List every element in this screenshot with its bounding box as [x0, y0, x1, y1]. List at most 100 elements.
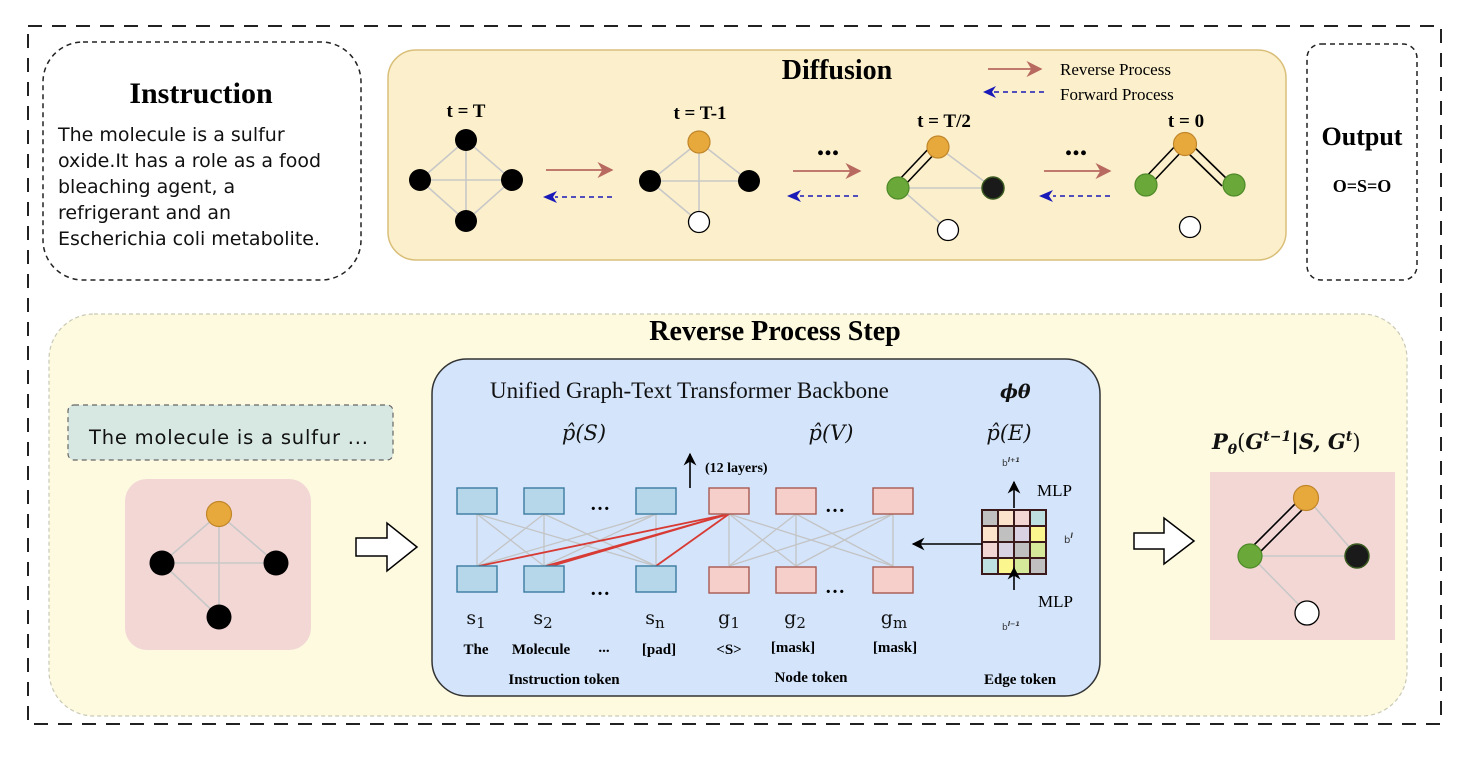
edge-token-grid	[981, 509, 1047, 575]
instruction-token-box	[635, 565, 677, 593]
edge-grid-cell	[1015, 559, 1029, 573]
instruction-token-box	[523, 487, 565, 515]
token-symbol: s	[466, 607, 476, 629]
atom-node-black	[409, 169, 431, 191]
edge-grid-cell	[999, 559, 1013, 573]
token-connections	[476, 513, 894, 567]
atom-node-white	[1294, 600, 1320, 626]
token-sub: n	[655, 614, 665, 632]
atom-node-black	[149, 550, 175, 576]
result-label: Pθ(Gt−1|S, Gt)	[1211, 429, 1361, 458]
b-symbol: b	[1002, 459, 1008, 469]
token-symbol-s1: s1	[466, 607, 485, 632]
ellipsis: ...	[817, 129, 840, 162]
input-text: The molecule is a sulfur ...	[88, 426, 369, 449]
attention-link-highlight	[478, 513, 730, 567]
graph-t-0	[1134, 131, 1246, 239]
step-label-t-T: t = T	[447, 101, 486, 122]
atom-node-white	[1178, 215, 1202, 239]
token-symbol-g2: g2	[784, 607, 806, 632]
mlp-top-label: MLP	[1037, 481, 1072, 500]
token-sub: 1	[730, 614, 740, 632]
token-word: Molecule	[512, 642, 571, 658]
edge-grid-cell	[1031, 527, 1045, 541]
atom-node-green	[1222, 173, 1246, 197]
instruction-token-box	[456, 487, 498, 515]
atom-node-green	[1237, 543, 1263, 569]
atom-node-white	[687, 210, 711, 234]
output-value: O=S=O	[1333, 176, 1392, 196]
head-text-prob: p̂(S)	[562, 421, 606, 445]
token-sub: 2	[543, 614, 553, 632]
layers-label: (12 layers)	[705, 461, 768, 476]
token-word: [mask]	[873, 640, 917, 656]
node-token-box	[708, 487, 750, 515]
atom-node-orange	[1172, 131, 1198, 157]
ellipsis: ...	[1065, 129, 1088, 162]
atom-node-orange	[1292, 484, 1320, 512]
b-symbol: b	[1002, 623, 1008, 633]
b-sup: l	[1070, 532, 1073, 540]
result-paren: )	[1352, 430, 1360, 454]
hollow-arrow-icon	[1133, 516, 1196, 566]
edge-grid-cell	[983, 543, 997, 557]
forward-arrowhead	[543, 191, 557, 203]
graph-t-T-nodes	[409, 129, 523, 232]
b-sup: l+1	[1008, 456, 1020, 464]
graph-t-T-1-nodes	[639, 130, 760, 234]
b-prev-label: bl−1	[1002, 620, 1020, 633]
instruction-token-box	[456, 565, 498, 593]
graph-t-T2	[886, 135, 1005, 242]
token-sub: m	[893, 614, 907, 632]
edge-grid-cell	[999, 527, 1013, 541]
backbone-title: Unified Graph-Text Transformer Backbone	[490, 378, 889, 403]
atom-node-green	[886, 176, 910, 200]
token-word: [mask]	[771, 640, 815, 656]
token-symbol-g1: g1	[718, 607, 740, 632]
edge-grid-cell	[983, 559, 997, 573]
outer-frame	[27, 25, 1442, 725]
head-edge-prob: p̂(E)	[986, 421, 1031, 445]
output-title: Output	[1322, 122, 1403, 151]
result-theta: θ	[1228, 442, 1238, 458]
instruction-line: The molecule is a sulfur	[57, 124, 285, 146]
token-symbol: s	[533, 607, 543, 629]
edge-grid-cell	[1031, 511, 1045, 525]
diffusion-box	[387, 49, 1287, 261]
atom-node-black	[455, 210, 477, 232]
token-symbol-s2: s2	[533, 607, 552, 632]
edge-grid-cell	[1031, 543, 1045, 557]
edge-grid-cell	[1015, 527, 1029, 541]
step-label-t-T-1: t = T-1	[673, 103, 726, 124]
input-graph-panel	[125, 479, 311, 650]
group-label-instruction: Instruction token	[508, 672, 620, 688]
b-symbol: b	[1064, 535, 1070, 546]
edge-grid-cell	[999, 543, 1013, 557]
backbone-param: ϕθ	[1000, 381, 1031, 403]
atom-node-orange	[687, 130, 711, 154]
token-word: ...	[598, 640, 610, 656]
edge-grid-cell	[983, 511, 997, 525]
legend-forward-arrowhead	[983, 86, 996, 98]
token-ellipsis: …	[590, 493, 610, 515]
result-sup: t	[1346, 429, 1353, 445]
token-sub: 2	[796, 614, 806, 632]
attention-link	[728, 513, 797, 567]
token-ellipsis: …	[825, 495, 845, 517]
atom-node-orange	[205, 500, 233, 528]
result-paren: (	[1237, 430, 1245, 454]
backbone-box	[431, 358, 1101, 697]
instruction-token-box	[635, 487, 677, 515]
instruction-title: Instruction	[129, 77, 273, 110]
instruction-token-box	[523, 565, 565, 593]
b-next-label: bl+1	[1002, 456, 1020, 469]
node-token-box	[872, 566, 914, 594]
token-symbol: g	[784, 607, 796, 629]
result-G: G	[1245, 429, 1263, 454]
edge-grid-cell	[1015, 511, 1029, 525]
instruction-line: bleaching agent, a	[58, 176, 235, 198]
instruction-line: oxide.It has a role as a food	[58, 150, 321, 172]
attention-link	[476, 513, 657, 567]
result-mid: |S,	[1291, 429, 1328, 454]
